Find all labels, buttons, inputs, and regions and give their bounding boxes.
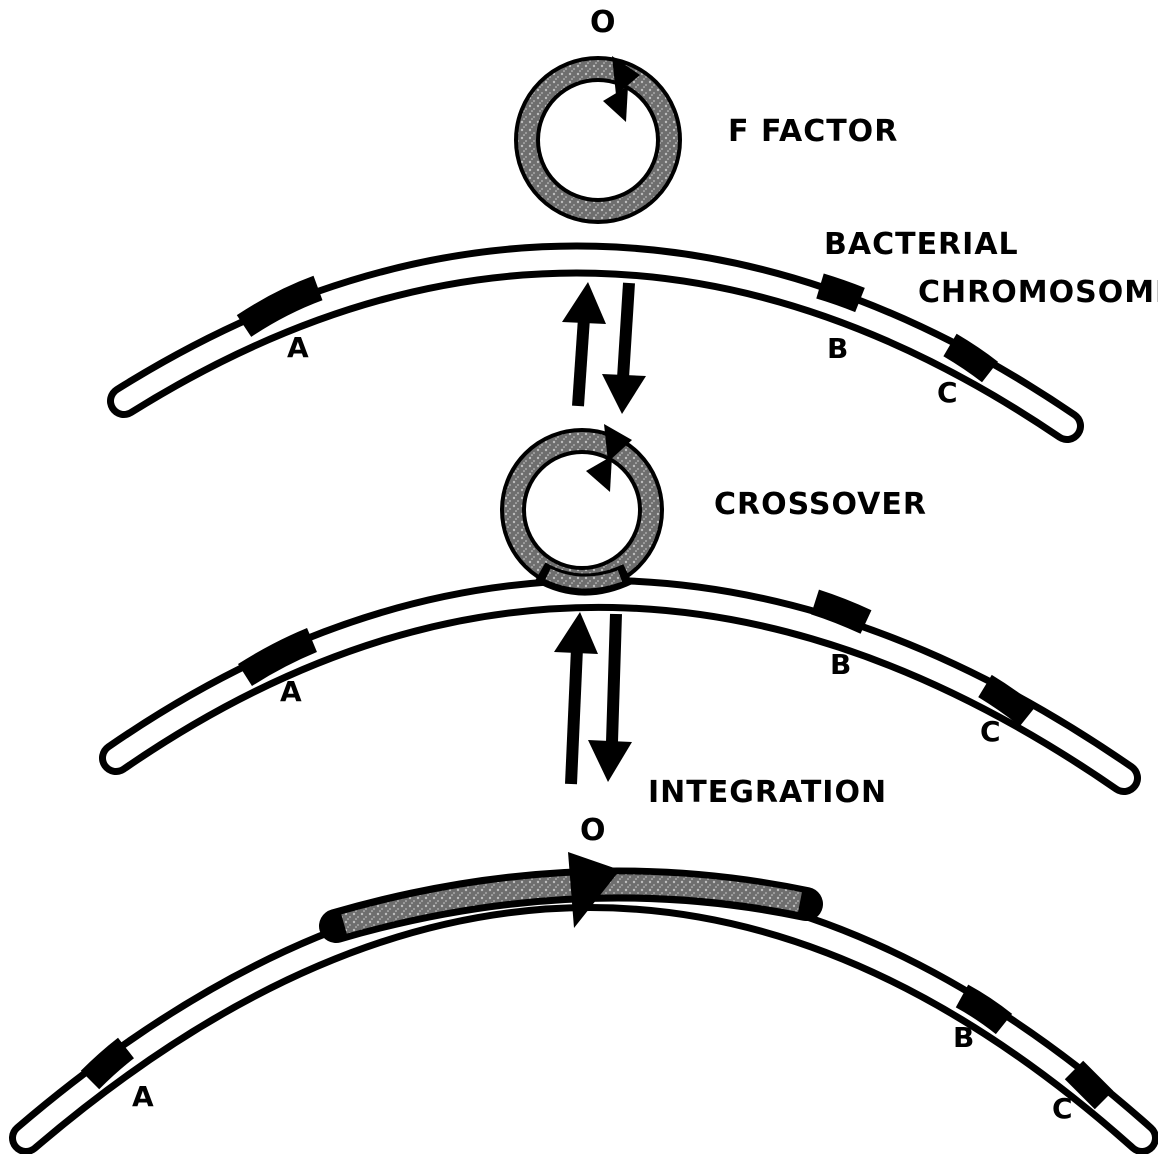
integration-label: INTEGRATION <box>648 775 887 810</box>
equilibrium-arrows-2 <box>554 612 632 784</box>
origin-label: O <box>580 813 606 848</box>
gene-a-label: A <box>280 675 302 708</box>
gene-b-label: B <box>827 332 848 365</box>
gene-a-label: A <box>287 331 309 364</box>
chromosome-label: CHROMOSOME <box>918 275 1158 310</box>
f-factor-crossing-over <box>513 424 651 585</box>
f-factor-label: F FACTOR <box>728 114 898 149</box>
gene-c-label: C <box>980 715 1001 748</box>
gene-b-label: B <box>830 648 851 681</box>
gene-c-label: C <box>937 376 958 409</box>
stage-2-crossover: CROSSOVER A B C <box>116 424 1124 778</box>
bacterial-label: BACTERIAL <box>824 227 1019 262</box>
crossover-label: CROSSOVER <box>714 487 927 522</box>
equilibrium-arrows-1 <box>562 282 646 414</box>
gene-b-band <box>820 286 860 300</box>
inner-notch <box>603 86 628 122</box>
gene-c-label: C <box>1052 1092 1073 1125</box>
chromosome-3 <box>26 852 1142 1138</box>
gene-a-label: A <box>132 1080 154 1113</box>
gene-b-label: B <box>953 1021 974 1054</box>
f-factor-plasmid: O <box>527 5 669 211</box>
origin-label: O <box>590 5 616 40</box>
stage-3-integrated: O A B C <box>26 813 1142 1138</box>
inner-notch <box>586 456 612 492</box>
stage-1-free-f-factor: O F FACTOR BACTERIAL CHROMOSOME A B C <box>124 5 1158 426</box>
